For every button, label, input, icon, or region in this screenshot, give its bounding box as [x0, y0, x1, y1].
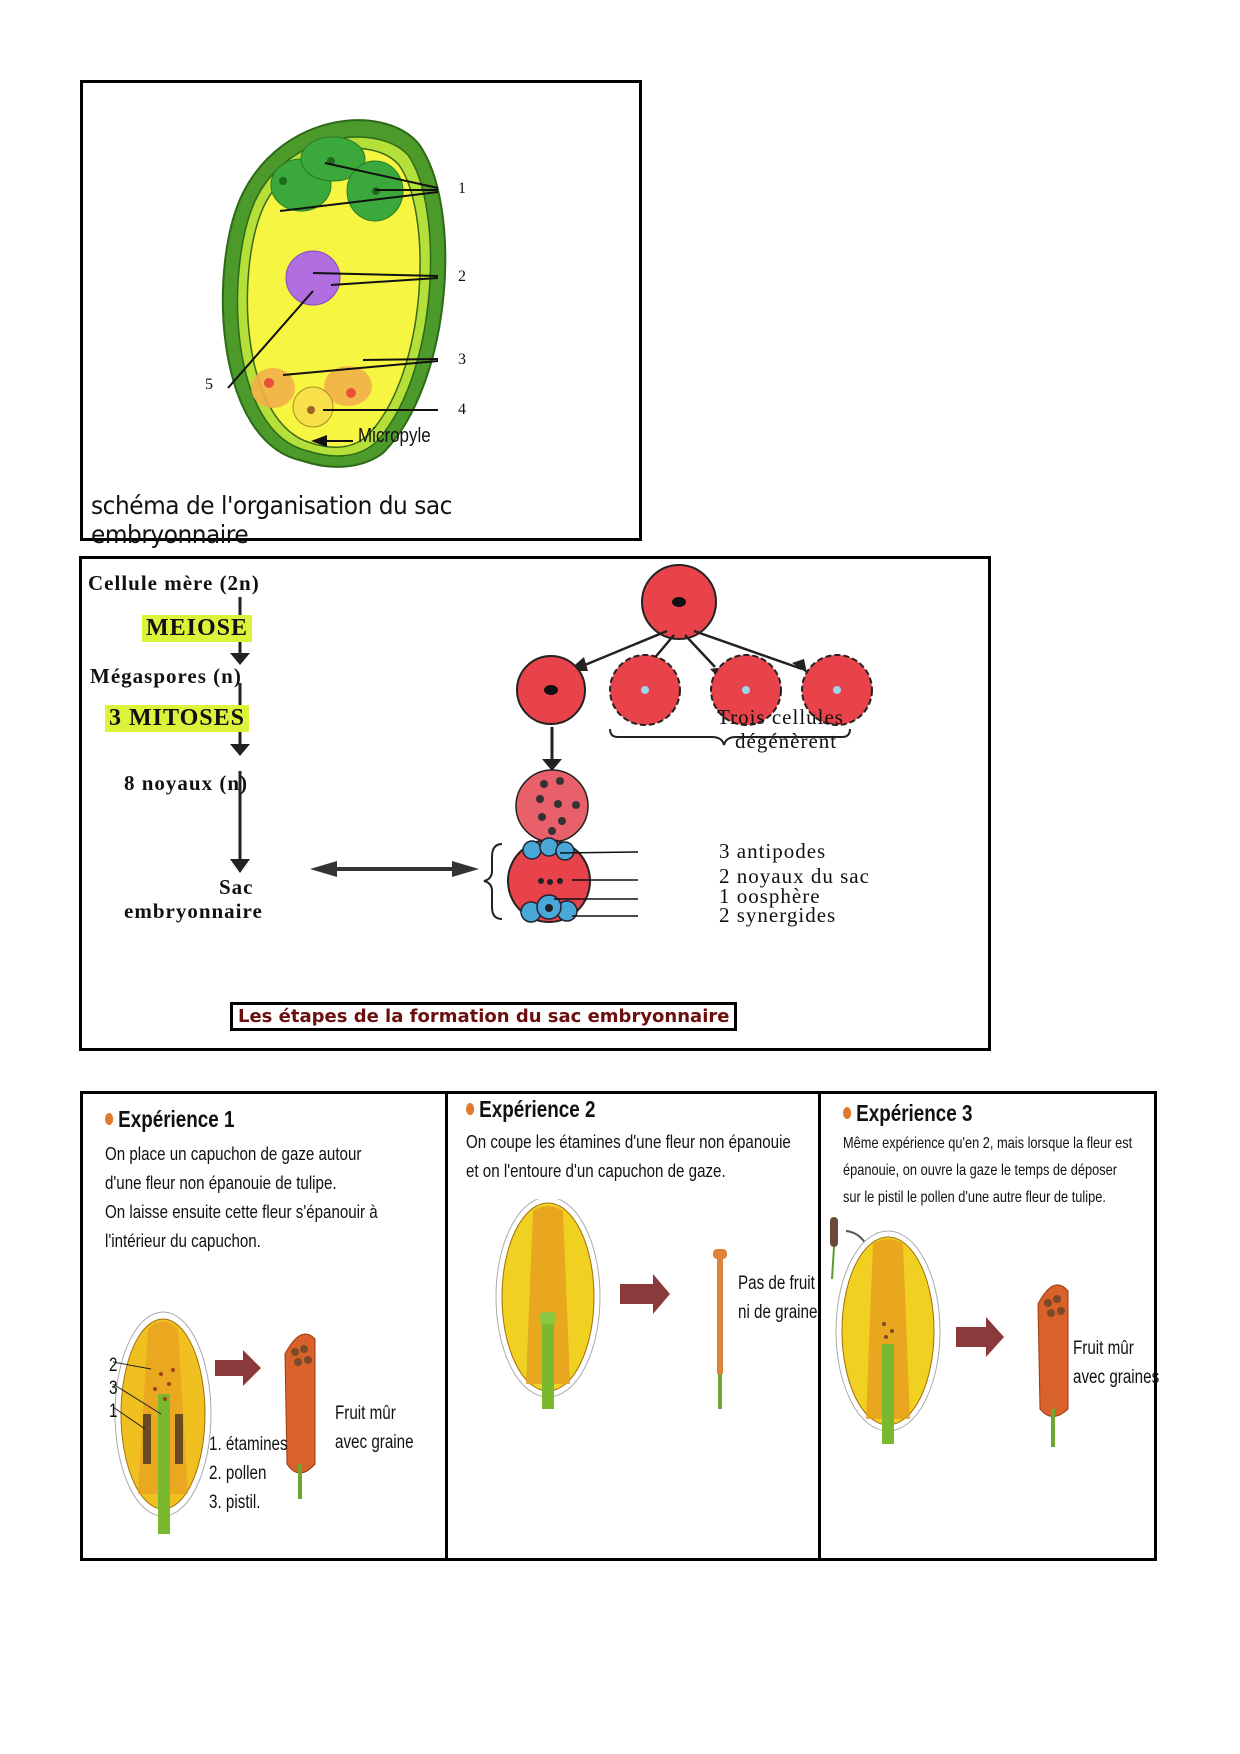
degenerating-megaspores	[609, 654, 873, 726]
degenerate-label-line2: dégénèrent	[735, 729, 838, 753]
label-1: 1	[458, 180, 466, 197]
arrow-down	[230, 653, 250, 665]
result-label: Fruit mûr avec graine	[335, 1403, 414, 1453]
sac-label-polar-nuclei: 2 noyaux du sac	[719, 864, 870, 888]
flow-step-megaspores: Mégaspores (n)	[90, 664, 242, 688]
synergid-cell	[251, 368, 295, 408]
bullet-icon	[105, 1113, 114, 1125]
label-5: 5	[205, 376, 213, 393]
result-label: Pas de fruit ni de graine	[738, 1273, 818, 1323]
flow-process-meiosis: MEIOSE	[142, 615, 253, 642]
flow-step-mother-cell: Cellule mère (2n)	[88, 571, 260, 595]
experiment-1-diagram	[112, 1311, 316, 1534]
label-2: 2	[458, 268, 466, 285]
label-4: 4	[458, 401, 466, 418]
micropyle-label: Micropyle	[358, 425, 431, 447]
diagram-number: 1	[109, 1401, 118, 1422]
degenerate-label-line1: Trois cellules	[717, 705, 844, 729]
sac-label-antipodes: 3 antipodes	[719, 839, 827, 863]
bullet-icon	[466, 1103, 475, 1115]
legend: 1. étamines 2. pollen 3. pistil.	[209, 1434, 288, 1513]
arrow-right-icon	[620, 1274, 670, 1314]
embryo-sac-organization-figure: 1 2 3 4 5 Micropyle schéma de l'organisa…	[80, 80, 642, 549]
column-divider	[818, 1091, 821, 1561]
tulip-experiments: Expérience 1 On place un capuchon de gaz…	[80, 1091, 1160, 1561]
embryo-sac	[246, 147, 421, 448]
figure-caption: schéma de l'organisation du sac embryonn…	[91, 491, 453, 549]
brace	[609, 728, 851, 746]
experiment-3: Expérience 3 Même expérience qu'en 2, ma…	[821, 1094, 1160, 1558]
arrow-down	[230, 744, 250, 756]
experiment-description: On coupe les étamines d'une fleur non ép…	[466, 1132, 791, 1181]
experiment-2-diagram	[495, 1199, 727, 1409]
bullet-icon	[843, 1107, 852, 1119]
experiment-3-diagram	[830, 1217, 1069, 1447]
experiment-2: Expérience 2 On coupe les étamines d'une…	[448, 1094, 818, 1558]
arrow-right-icon	[215, 1350, 261, 1386]
double-arrow	[310, 861, 479, 877]
label-3: 3	[458, 351, 466, 368]
embryo-sac-formation-figure: Cellule mère (2n) MEIOSE Mégaspores (n) …	[79, 556, 991, 1051]
diagram-number: 2	[109, 1355, 118, 1376]
arrow-right-icon	[956, 1317, 1004, 1357]
flow-step-eight-nuclei: 8 noyaux (n)	[124, 771, 249, 795]
flow-step-sac-line2: embryonnaire	[124, 899, 263, 923]
experiment-title: Expérience 2	[466, 1096, 595, 1123]
experiment-title: Expérience 1	[105, 1106, 234, 1133]
donor-anther	[830, 1217, 838, 1247]
formation-diagram	[230, 564, 873, 923]
sac-label-synergids: 2 synergides	[719, 903, 837, 927]
embryo-sac-diagram	[221, 119, 447, 468]
diagram-number: 3	[109, 1378, 118, 1399]
ripe-fruit	[1037, 1284, 1069, 1417]
central-cell	[285, 250, 341, 306]
arrow-down	[230, 859, 250, 873]
experiment-description: On place un capuchon de gaze autour d'un…	[105, 1144, 378, 1251]
experiment-description: Même expérience qu'en 2, mais lorsque la…	[843, 1135, 1133, 1206]
flow-process-mitoses: 3 MITOSES	[105, 705, 249, 732]
ripe-fruit	[284, 1333, 316, 1474]
experiment-1: Expérience 1 On place un capuchon de gaz…	[83, 1094, 445, 1558]
experiment-title: Expérience 3	[843, 1100, 972, 1127]
result-label: Fruit mûr avec graines	[1073, 1338, 1160, 1388]
synergid-cell	[324, 366, 372, 406]
sac-label-egg: 1 oosphère	[719, 884, 821, 908]
sac-brace	[483, 843, 503, 920]
flow-step-sac-line1: Sac	[219, 875, 254, 899]
column-divider	[445, 1091, 448, 1561]
figure-caption: Les étapes de la formation du sac embryo…	[230, 1002, 738, 1031]
